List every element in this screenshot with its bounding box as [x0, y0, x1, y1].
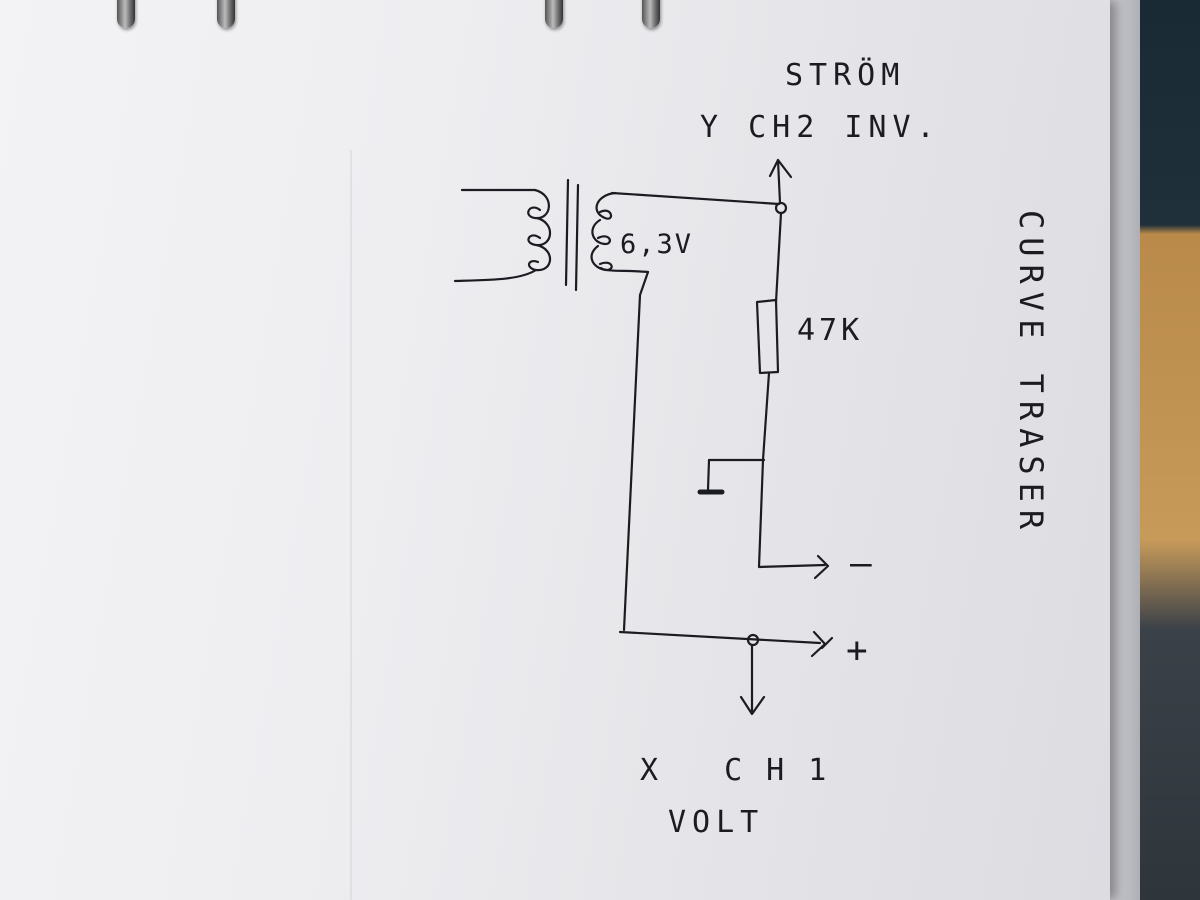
wire-to-resistor — [774, 211, 783, 304]
binder-ring — [117, 0, 135, 28]
arrow-right-icon — [813, 554, 830, 580]
ground-wire — [706, 458, 766, 492]
wire-top — [610, 191, 781, 206]
resistor-47k — [755, 298, 780, 375]
notebook-page — [0, 0, 1110, 900]
page-crease — [350, 150, 352, 900]
label-plus-terminal: + — [846, 630, 874, 671]
transformer-core — [564, 178, 580, 292]
transformer-primary — [453, 188, 552, 283]
arrow-down-icon — [739, 695, 766, 716]
label-title-vertical: CURVE TRASER — [1012, 210, 1050, 537]
wire-to-minus — [757, 371, 827, 569]
binder-ring — [217, 0, 235, 28]
label-strom: STRÖM — [785, 57, 905, 93]
wire-y-output — [776, 158, 782, 205]
label-resistor: 47K — [797, 313, 863, 348]
label-minus-terminal: – — [850, 543, 878, 584]
arrow-tip-icon — [820, 636, 834, 650]
label-volt: VOLT — [668, 805, 764, 840]
binder-ring — [642, 0, 660, 28]
label-x-channel: X CH1 — [640, 753, 850, 788]
node-top — [774, 201, 788, 215]
wire-secondary-return — [622, 270, 650, 632]
binder-ring — [545, 0, 563, 28]
arrow-up-icon — [768, 158, 793, 179]
transformer-secondary — [590, 191, 650, 274]
label-y-channel: Y CH2 INV. — [700, 110, 941, 145]
label-transformer-voltage: 6,3V — [620, 229, 693, 260]
wire-to-plus — [618, 630, 822, 645]
